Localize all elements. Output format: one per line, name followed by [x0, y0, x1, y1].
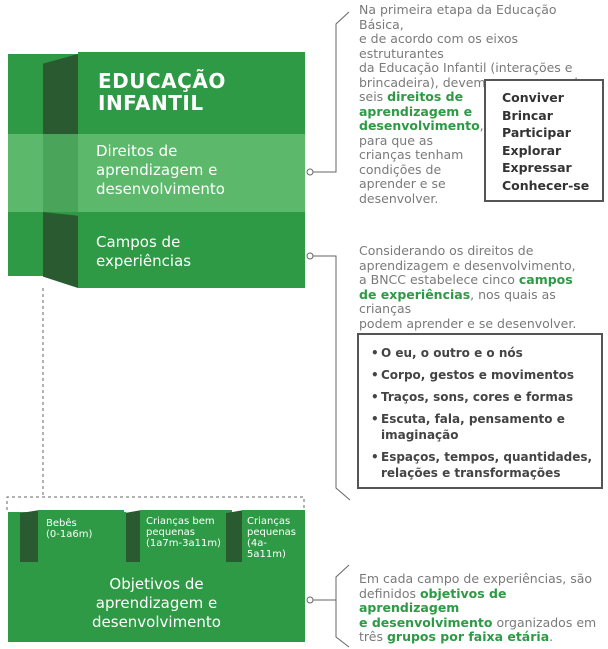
group1-fold-shadow [20, 510, 40, 562]
campo-item: • Corpo, gestos e movimentos [371, 368, 575, 382]
title-fold-shadow [43, 54, 78, 134]
campo-item: • Espaços, tempos, quantidades,relações … [371, 450, 593, 480]
group2-fold [108, 512, 126, 562]
direito-item: Expressar [502, 160, 572, 175]
title-line-2: INFANTIL [98, 91, 204, 115]
group2-fold-shadow [124, 510, 142, 562]
direitos-list-box: Conviver Brincar Participar Explorar Exp… [484, 79, 604, 202]
direito-item: Explorar [502, 142, 562, 158]
campos-block [78, 212, 305, 288]
objetivos-block [8, 562, 305, 642]
campos-label: Campos de experiências [96, 233, 192, 270]
direitos-label: Direitos de aprendizagem e desenvolvimen… [96, 142, 225, 198]
group-bem-pequenas: Crianças bem pequenas (1a7m-3a11m) [140, 510, 232, 562]
note-campos: Considerando os direitos de aprendizagem… [359, 243, 577, 331]
note-objetivos: Em cada campo de experiências, são defin… [359, 571, 597, 644]
note3-connector [335, 564, 350, 648]
direito-item: Participar [502, 125, 571, 140]
note1-dot [306, 168, 314, 176]
campo-item: • Traços, sons, cores e formas [371, 390, 574, 404]
campos-list-box: • O eu, o outro e o nós • Corpo, gestos … [357, 333, 603, 489]
note2-connector [320, 255, 351, 501]
title-block: EDUCAÇÃO INFANTIL [78, 52, 305, 134]
note3-dot [306, 596, 314, 604]
direito-item: Brincar [502, 107, 553, 123]
objetivos-label: Objetivos de aprendizagem e desenvolvime… [92, 575, 221, 631]
note-direitos: Na primeira etapa da Educação Básica, e … [359, 2, 593, 206]
group-pequenas: Crianças pequenas (4a-5a11m) [242, 510, 305, 562]
note2-dot [306, 252, 314, 260]
group3-fold-shadow [226, 510, 244, 562]
direito-item: Conhecer-se [502, 177, 590, 193]
title-line-1: EDUCAÇÃO [98, 69, 226, 93]
campo-item: • O eu, o outro e o nós [371, 346, 523, 360]
campos-fold-shadow [43, 212, 78, 288]
groups-dashed-frame [6, 496, 305, 510]
note1-connector [322, 11, 350, 173]
direito-item: Conviver [502, 90, 564, 105]
direitos-fold-shadow [43, 134, 78, 212]
